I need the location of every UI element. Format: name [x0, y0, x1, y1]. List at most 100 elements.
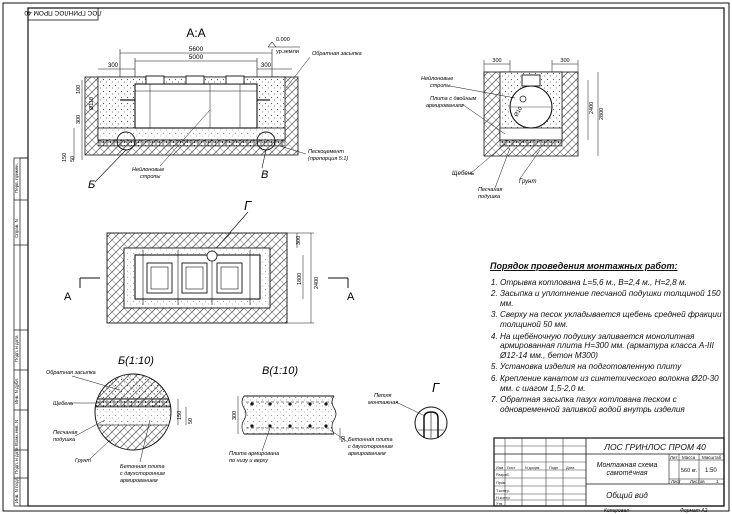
procedure-step: Сверху на песок укладывается щебень сред…: [500, 310, 722, 329]
detail-b: Б(1:10) 50 150 Обратная засыпка Щебень П…: [46, 355, 194, 484]
sand-label: Песчаная: [53, 430, 78, 436]
section-mark-a-left: А: [64, 291, 72, 303]
dim-label: 2800: [599, 108, 605, 120]
plate-label: Плита с двойным: [430, 95, 477, 102]
loop-label-2: монтажная: [368, 400, 398, 406]
procedure-step: Отрывка котлована L=5,6 м., B=2,4 м., H=…: [500, 278, 722, 288]
header-date: Дата: [566, 466, 575, 470]
plate-label: Бетонная плита: [120, 464, 165, 470]
side-view: 300 300 Ø10 2400 2800 Нейлоновые стропы …: [421, 58, 605, 200]
format-label: Формат А2: [680, 508, 708, 514]
dim-label: 2400: [314, 277, 320, 289]
level-label: ур.земли: [276, 49, 299, 55]
dim-label: 100: [76, 85, 82, 94]
mark-b: Б: [88, 179, 95, 191]
dim-label: 5000: [189, 54, 204, 61]
side-strip-label: Подп. и дата: [14, 335, 19, 362]
dim-label: 300: [296, 236, 302, 245]
plate-label-2: с двухсторонним: [348, 444, 393, 450]
procedure-step: Обратная засыпка пазух котлована песком …: [500, 395, 722, 414]
row-ncontrol: Н.контр.: [496, 496, 511, 500]
plate-label: Бетонная плита: [348, 437, 393, 443]
sheets-label: Листов: [690, 479, 705, 484]
procedure-step: Крепление канатом из синтетического воло…: [500, 374, 722, 393]
sand-label: Песчаная: [478, 187, 503, 193]
row-appr: Утв.: [496, 502, 503, 506]
side-strip-label: Взам. инв. N: [14, 420, 19, 446]
procedure-step: На щебёночную подушку заливается монолит…: [500, 332, 722, 361]
slings-label: Нейлоновые: [132, 166, 164, 173]
dim-label: 300: [232, 411, 238, 420]
mark-g: Г: [244, 198, 252, 213]
note-label-2: по низу и верху: [229, 458, 269, 464]
row-check: Пров.: [496, 481, 506, 485]
copied-label: Копировал: [604, 508, 629, 514]
plate-label-2: с двухсторонним: [120, 471, 165, 477]
sheets-count: 1: [716, 479, 719, 484]
side-strip-label: Инв. N дубл.: [14, 378, 19, 404]
procedure-step: Засыпка и уплотнение песчаной подушки то…: [500, 289, 722, 308]
dim-label: 50: [70, 156, 76, 162]
title-block: [493, 437, 725, 507]
dim-label: 300: [492, 58, 501, 64]
dim-label: Ø10: [514, 106, 524, 118]
section-aa-title: А:А: [186, 26, 205, 40]
sand-cement-label: Пескоцемент: [308, 149, 344, 155]
corner-stamp: ЛОС ГРИНЛОС ПРОМ 40: [24, 7, 102, 21]
slings-label-2: стропы: [140, 174, 160, 180]
slings-label-2: стропы: [430, 83, 450, 89]
backfill-label: Обратная засыпка: [46, 370, 96, 376]
header-sign: Подп.: [549, 466, 559, 470]
detail-v: В(1:10) 300 50 Плита армирована по низу …: [229, 365, 393, 464]
col-scale: Масштаб: [702, 455, 722, 460]
detail-v-title: В(1:10): [262, 365, 298, 377]
mass-value: 560 кг.: [681, 468, 697, 474]
dim-label: 5600: [189, 46, 204, 53]
side-strip-label: Инв. N подл.: [14, 477, 19, 503]
dim-label: 150: [177, 411, 183, 420]
dim-label: 300: [108, 63, 119, 69]
sand-label-2: подушка: [478, 194, 500, 200]
header-doc: N докум.: [525, 466, 540, 470]
plate-label-3: армированием: [348, 451, 386, 457]
procedure-steps: Отрывка котлована L=5,6 м., B=2,4 м., H=…: [490, 278, 722, 415]
title-sheet-name: Общий вид: [606, 491, 648, 500]
title-drawing-2: самотёчная: [607, 470, 648, 477]
procedure-title: Порядок проведения монтажных работ:: [490, 261, 678, 271]
section-mark-a-right: А: [347, 291, 355, 303]
side-strip-label: Перв. примен.: [14, 163, 19, 193]
side-strip-label: Справ. N: [14, 219, 19, 238]
detail-b-title: Б(1:10): [118, 355, 154, 367]
sand-cement-ratio: (пропорция 5:1): [308, 156, 348, 162]
header-list: Лист: [507, 466, 516, 470]
col-mass: Масса: [682, 455, 696, 460]
dim-label: Ø110: [89, 97, 95, 110]
soil-label: Грунт: [75, 458, 91, 464]
detail-g: Г Петля монтажная: [368, 380, 448, 440]
sand-label-2: подушка: [53, 437, 75, 443]
plate-label-2: армированием: [426, 103, 464, 109]
dim-label: 1800: [297, 273, 303, 285]
title-drawing: Монтажная схема: [597, 462, 658, 469]
header-izm: Изм: [496, 466, 503, 470]
soil-label: Грунт: [519, 179, 536, 185]
plan-view: Г 300 1800 2400: [64, 198, 355, 324]
loop-label: Петля: [374, 393, 392, 399]
level-value: 0.000: [276, 37, 290, 43]
dim-label: 2400: [589, 102, 595, 114]
dim-label: 300: [76, 115, 82, 124]
col-lit: Лит: [670, 455, 678, 460]
slings-label: Нейлоновые: [421, 75, 453, 82]
dim-label: 50: [188, 418, 194, 424]
backfill-label: Обратная засыпка: [312, 51, 362, 57]
section-aa: А:А 5600 5000 300 300 0.000 ур.земли Обр…: [62, 26, 362, 191]
dim-label: 300: [560, 58, 569, 64]
scale-value: 1:50: [705, 468, 717, 474]
detail-g-title: Г: [432, 380, 440, 395]
mark-v: В: [261, 169, 268, 181]
corner-code: ЛОС ГРИНЛОС ПРОМ 40: [24, 9, 102, 16]
gravel-label: Щебень: [452, 171, 474, 177]
dim-label: 50: [341, 436, 347, 442]
installation-procedure: Порядок проведения монтажных работ: Отры…: [490, 261, 722, 416]
